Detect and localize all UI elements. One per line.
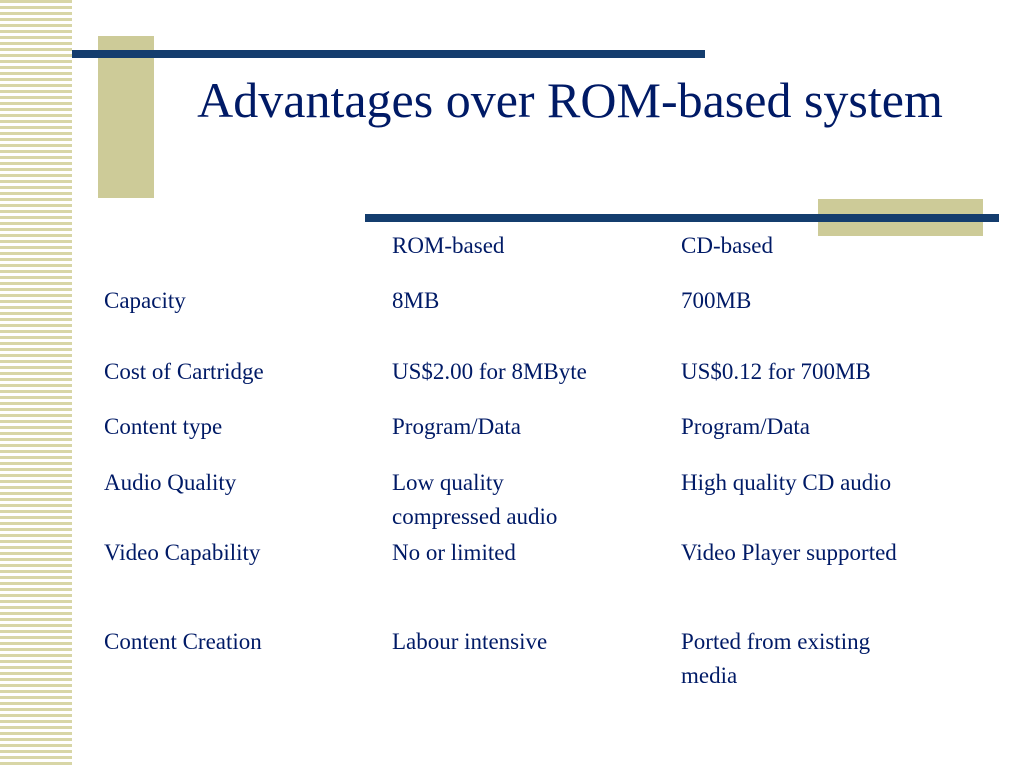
- table-cell: Program/Data: [392, 414, 522, 439]
- table-cell: Labour intensive: [392, 629, 548, 654]
- row-label-cost: Cost of Cartridge: [104, 359, 264, 384]
- column-header-rom: ROM-based: [392, 233, 505, 258]
- table-cell: US$0.12 for 700MB: [681, 359, 871, 384]
- row-label-content-creation: Content Creation: [104, 629, 262, 654]
- table-cell: 8MB: [392, 288, 440, 313]
- table-cell: Ported from existing media: [681, 629, 871, 688]
- table-cell: 700MB: [681, 288, 752, 313]
- table-cell: Low quality compressed audio: [392, 470, 558, 529]
- row-label-video: Video Capability: [104, 540, 261, 565]
- row-label-capacity: Capacity: [104, 288, 186, 313]
- row-label-audio: Audio Quality: [104, 470, 237, 495]
- row-label-content-type: Content type: [104, 414, 223, 439]
- table-cell: Video Player supported: [681, 540, 897, 565]
- decorative-stripes: [0, 0, 72, 768]
- column-header-cd: CD-based: [681, 233, 773, 258]
- table-cell: No or limited: [392, 540, 516, 565]
- table-cell: Program/Data: [681, 414, 811, 439]
- title-rule-bottom: [365, 214, 999, 222]
- decorative-block-top-left: [98, 36, 154, 198]
- table-cell: High quality CD audio: [681, 470, 892, 495]
- table-cell: US$2.00 for 8MByte: [392, 359, 587, 384]
- slide-title: Advantages over ROM-based system: [197, 72, 943, 128]
- title-rule-top: [72, 50, 705, 58]
